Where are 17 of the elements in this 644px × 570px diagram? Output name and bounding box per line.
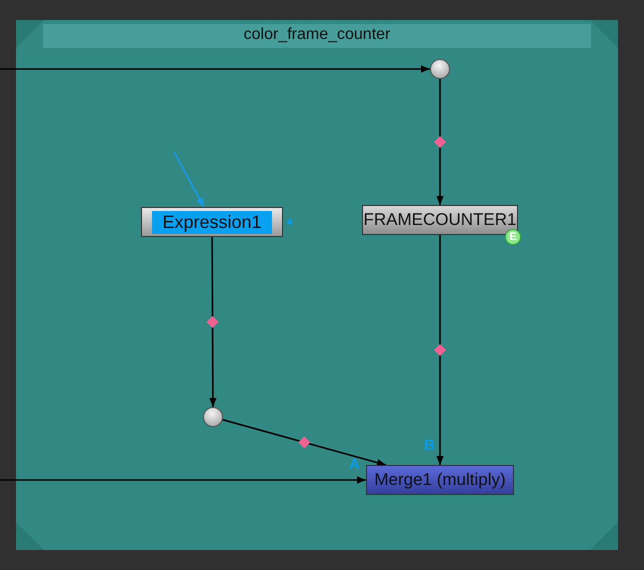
merge-node bbox=[366, 465, 514, 495]
connection-arrow bbox=[434, 235, 446, 465]
dot-node bbox=[203, 407, 223, 427]
backdrop-title: color_frame_counter bbox=[242, 26, 392, 44]
node-label: FRAMECOUNTER1 bbox=[363, 210, 516, 230]
node-label: Expression1 bbox=[152, 210, 272, 234]
connection-arrow bbox=[206, 237, 218, 407]
input-arrow bbox=[173, 152, 205, 208]
input-arrow bbox=[0, 65, 430, 73]
connection-arrow bbox=[222, 418, 386, 466]
connection-arrow bbox=[434, 79, 446, 205]
input-label: B bbox=[424, 437, 435, 454]
dot-node bbox=[430, 59, 450, 79]
input-arrow bbox=[0, 476, 366, 484]
node-label: Merge1 (multiply) bbox=[374, 470, 506, 490]
input-label: A bbox=[349, 456, 360, 473]
expression-node bbox=[141, 207, 283, 237]
